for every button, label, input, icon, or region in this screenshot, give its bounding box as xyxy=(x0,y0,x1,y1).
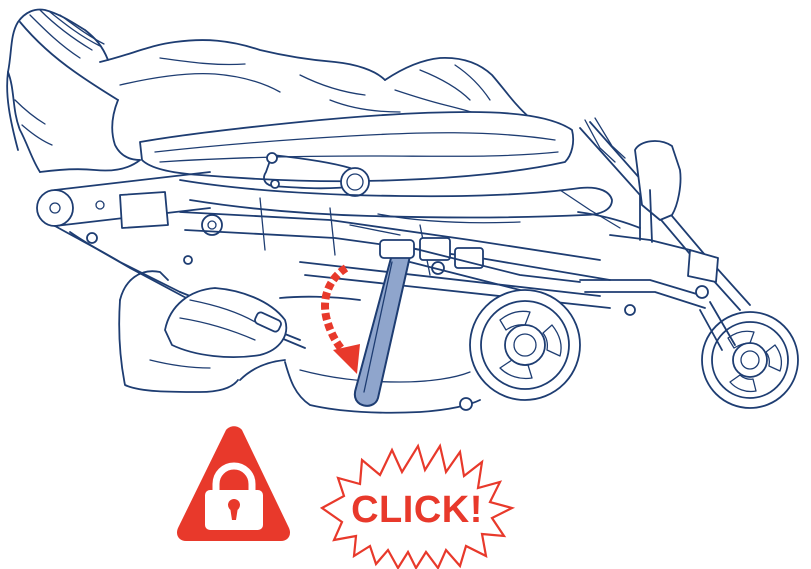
front-frame xyxy=(560,118,750,350)
fold-lever xyxy=(355,240,414,406)
folded-stroller xyxy=(7,10,798,413)
click-label: CLICK! xyxy=(351,489,483,531)
rotate-arrow-icon xyxy=(325,268,360,374)
lock-warning-icon xyxy=(177,426,290,541)
click-burst-icon: CLICK! xyxy=(322,446,512,568)
wheel-small xyxy=(702,312,798,408)
footrest xyxy=(119,271,286,392)
wheel-large xyxy=(470,290,580,400)
canopy xyxy=(7,10,118,173)
